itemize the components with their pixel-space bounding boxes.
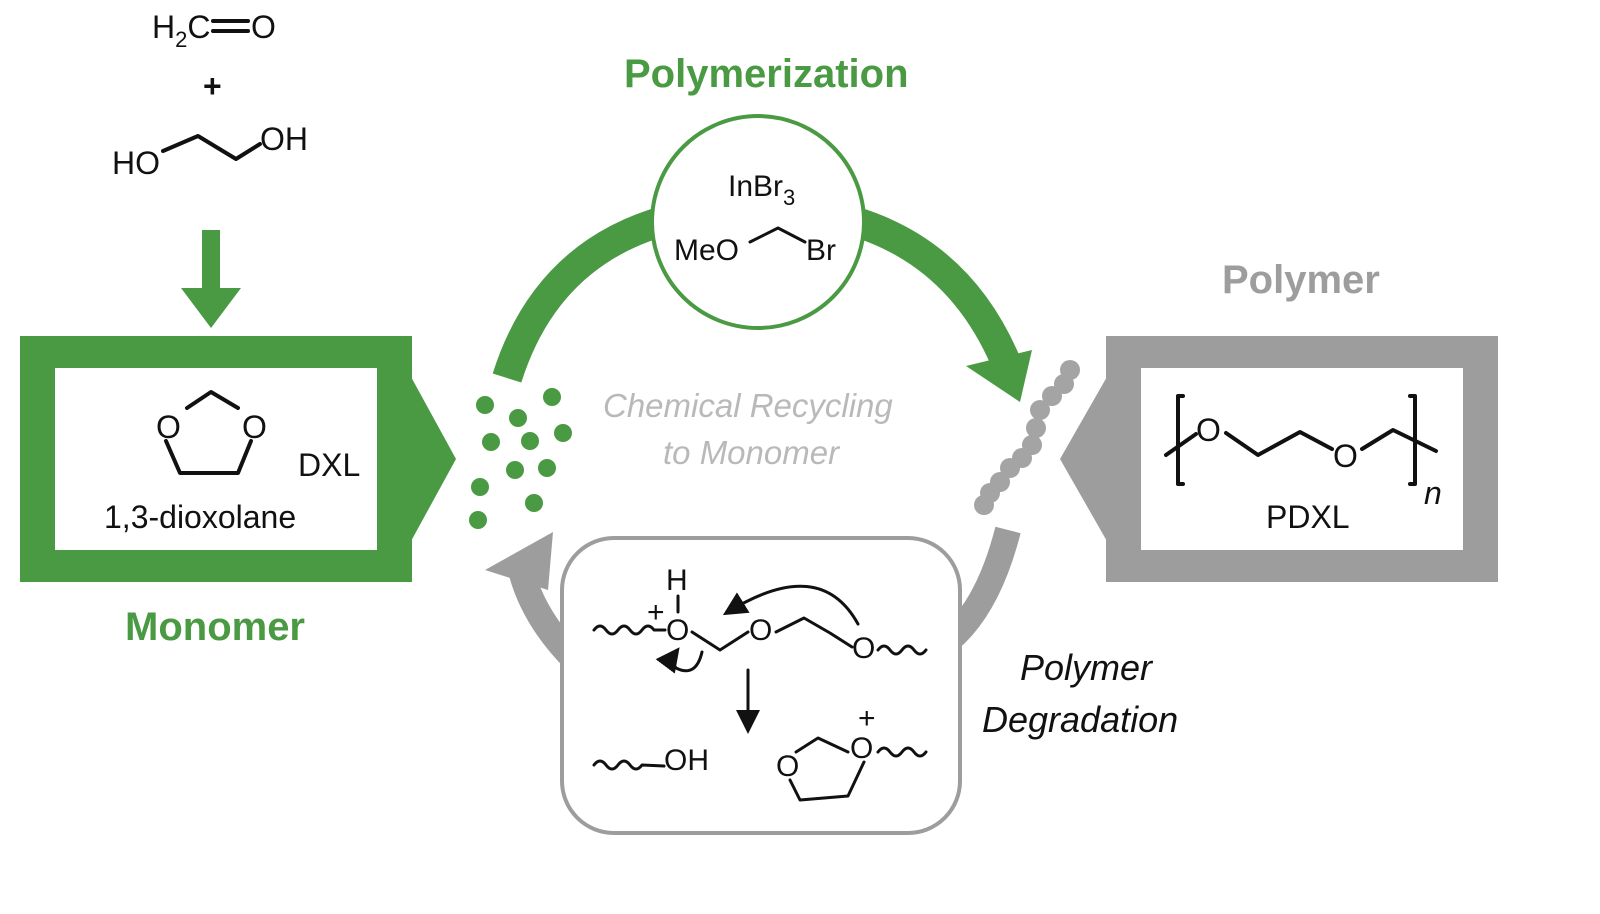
svg-text:O: O (242, 409, 267, 445)
svg-text:O: O (251, 9, 276, 45)
svg-text:H2C: H2C (152, 9, 210, 52)
svg-text:OH: OH (260, 121, 308, 157)
monomer-title: Monomer (125, 605, 305, 649)
svg-text:InBr3: InBr3 (728, 170, 795, 210)
polymer-chain-dots (974, 360, 1080, 515)
formaldehyde: H2C O (152, 9, 276, 52)
pdxl-structure: O O n (1164, 394, 1442, 511)
svg-text:O: O (852, 632, 875, 665)
svg-text:+: + (647, 596, 665, 629)
svg-text:O: O (1196, 412, 1221, 448)
reagent-plus: + (203, 68, 222, 104)
recycling-label-line1: Chemical Recycling (603, 387, 893, 424)
ethylene-glycol: HO OH (112, 121, 308, 181)
polymer-abbreviation: PDXL (1266, 499, 1350, 535)
svg-text:O: O (850, 732, 873, 765)
degradation-label-line1: Polymer (1020, 647, 1154, 688)
monomer-abbreviation: DXL (298, 447, 360, 483)
svg-text:Br: Br (806, 234, 836, 267)
svg-text:O: O (666, 614, 689, 647)
polymerization-title: Polymerization (624, 52, 909, 96)
polymer-title: Polymer (1222, 258, 1380, 302)
mechanism-structures: H + O O O OH O O + (592, 564, 928, 802)
svg-text:H: H (666, 564, 688, 597)
recycling-label-line2: to Monomer (663, 434, 841, 471)
monomer-dots (469, 388, 572, 529)
monomer-box (20, 336, 456, 582)
svg-text:OH: OH (664, 744, 709, 777)
monomer-name: 1,3-dioxolane (104, 499, 296, 535)
polymer-box (1060, 336, 1498, 582)
svg-text:O: O (1333, 438, 1358, 474)
svg-text:O: O (156, 409, 181, 445)
svg-text:O: O (776, 750, 799, 783)
mechanism-box (560, 536, 962, 835)
catalyst-circle: InBr3 MeO Br (650, 114, 866, 330)
svg-text:O: O (749, 614, 772, 647)
dioxolane-structure: O O (156, 390, 267, 475)
svg-text:MeO: MeO (674, 234, 739, 267)
degradation-label-line2: Degradation (982, 699, 1178, 740)
svg-text:HO: HO (112, 145, 160, 181)
svg-text:n: n (1424, 475, 1442, 511)
svg-text:+: + (858, 702, 876, 735)
down-arrow-icon (181, 230, 241, 328)
